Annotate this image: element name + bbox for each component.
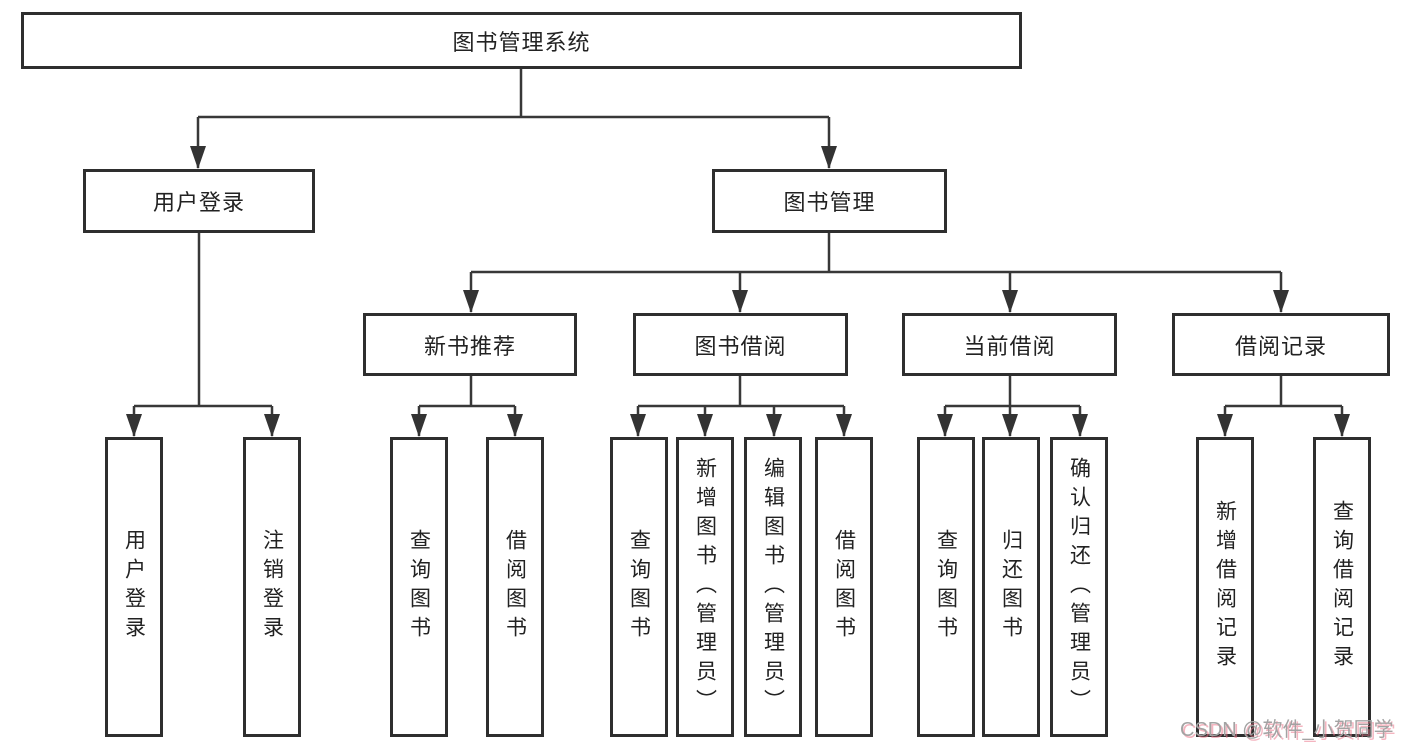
leaf-borrowing-add-books-admin: 新增图书（管理员） — [676, 437, 734, 737]
node-label: 当前借阅 — [963, 333, 1056, 359]
edges-borrowing-to-leaves — [636, 376, 846, 436]
edges-root-to-level2 — [196, 69, 831, 168]
node-label: 编辑图书（管理员） — [761, 456, 785, 718]
node-label: 新增借阅记录 — [1213, 500, 1237, 674]
node-new-book-recommendation: 新书推荐 — [363, 313, 577, 376]
leaf-current-query-books: 查询图书 — [917, 437, 975, 737]
node-label: 注销登录 — [260, 529, 284, 645]
node-label: 查询图书 — [934, 529, 958, 645]
leaf-borrowing-edit-books-admin: 编辑图书（管理员） — [744, 437, 802, 737]
node-label: 确认归还（管理员） — [1067, 456, 1091, 718]
node-label: 新增图书（管理员） — [693, 456, 717, 718]
node-label: 查询借阅记录 — [1330, 500, 1354, 674]
leaf-borrowing-borrow-books: 借阅图书 — [815, 437, 873, 737]
leaf-current-return-books: 归还图书 — [982, 437, 1040, 737]
leaf-records-query-borrow-record: 查询借阅记录 — [1313, 437, 1371, 737]
leaf-recommend-borrow-books: 借阅图书 — [486, 437, 544, 737]
leaf-user-login: 用户登录 — [105, 437, 163, 737]
node-user-login: 用户登录 — [83, 169, 315, 233]
node-label: 借阅图书 — [503, 529, 527, 645]
leaf-logout: 注销登录 — [243, 437, 301, 737]
node-label: 借阅图书 — [832, 529, 856, 645]
node-label: 图书借阅 — [694, 333, 787, 359]
csdn-watermark: CSDN @软件_小贺同学 — [1180, 719, 1394, 741]
node-current-borrowing: 当前借阅 — [902, 313, 1117, 376]
leaf-borrowing-query-books: 查询图书 — [610, 437, 668, 737]
node-label: 用户登录 — [152, 190, 245, 215]
leaf-recommend-query-books: 查询图书 — [390, 437, 448, 737]
node-label: 查询图书 — [407, 529, 431, 645]
arrowheads — [126, 146, 1350, 437]
leaf-current-confirm-return-admin: 确认归还（管理员） — [1050, 437, 1108, 737]
edges-user-login-to-leaves — [132, 233, 274, 436]
node-label: 用户登录 — [122, 529, 146, 645]
node-label: 图书管理系统 — [452, 29, 591, 55]
edges-book-management-to-level3 — [469, 233, 1283, 312]
node-label: 借阅记录 — [1234, 333, 1327, 359]
edges-recommend-to-leaves — [417, 376, 517, 436]
node-label: 查询图书 — [627, 529, 651, 645]
node-label: 图书管理 — [783, 190, 876, 215]
node-label: 新书推荐 — [423, 333, 516, 359]
leaf-records-add-borrow-record: 新增借阅记录 — [1196, 437, 1254, 737]
node-book-borrowing: 图书借阅 — [633, 313, 848, 376]
node-book-management: 图书管理 — [712, 169, 947, 233]
edges-records-to-leaves — [1223, 376, 1344, 436]
node-label: 归还图书 — [999, 529, 1023, 645]
node-library-management-system: 图书管理系统 — [21, 12, 1022, 69]
node-borrowing-records: 借阅记录 — [1172, 313, 1390, 376]
